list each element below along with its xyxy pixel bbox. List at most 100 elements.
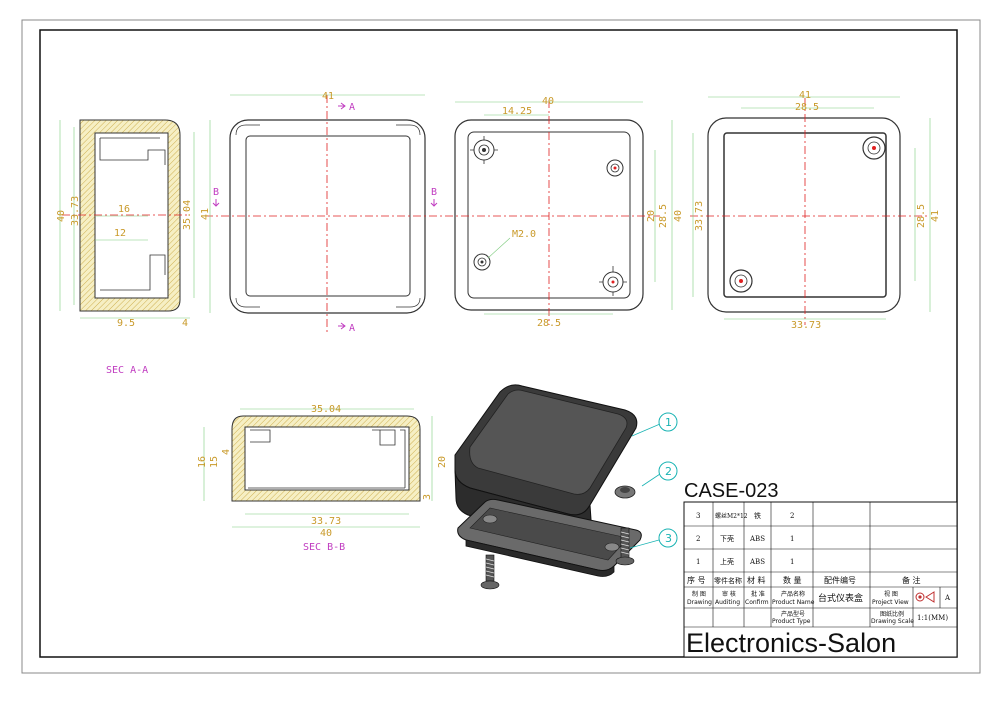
leader-balloon-3 — [629, 539, 660, 549]
back-view-boss-top-right — [606, 159, 624, 177]
title-block: 3 螺丝M2*12 铁 2 2 下壳 ABS 1 1 上壳 ABS 1 序 号 … — [683, 501, 958, 658]
dim-back-28-5-right: 28.5 — [658, 204, 669, 228]
section-a-a-view: 40 33.73 16 12 35.04 9.5 4 SEC A-A — [56, 119, 195, 376]
top-view-hole-top-right — [862, 136, 886, 160]
hole-note-m2: M2.0 — [512, 229, 536, 240]
dim-top-41: 41 — [799, 90, 811, 101]
meta-product-type-en: Product Type — [772, 618, 811, 625]
back-view: M2.0 40 14.25 28.5 20 28.5 40 — [445, 96, 684, 329]
balloon-2-label: 2 — [665, 465, 672, 478]
header-name: 零件名称 — [714, 576, 742, 585]
exploded-3d-view: 1 2 3 — [454, 384, 678, 590]
row-2-qty: 1 — [790, 535, 794, 543]
dim-sec-bb-35-04: 35.04 — [311, 404, 341, 415]
dim-back-28-5: 28.5 — [537, 318, 561, 329]
back-view-boss-bottom-left — [473, 253, 491, 271]
meta-confirm-cn: 批 准 — [751, 590, 765, 598]
cut-arrow-b-right — [430, 199, 438, 207]
meta-scale-cn: 图纸比例 — [880, 610, 904, 618]
meta-product-name-cn: 产品名称 — [781, 590, 805, 598]
balloon-3-label: 3 — [665, 532, 672, 545]
label-sec-a-a: SEC A-A — [106, 365, 148, 376]
dim-sec-bb-4: 4 — [221, 449, 232, 455]
dim-sec-aa-35-04: 35.04 — [182, 200, 193, 230]
row-1-qty: 1 — [790, 558, 794, 566]
cut-arrow-a-bottom — [338, 322, 346, 330]
leader-balloon-1 — [631, 423, 661, 437]
dim-back-20: 20 — [646, 210, 657, 222]
brand-name: Electronics-Salon — [686, 628, 896, 658]
cut-marker-a-top: A — [349, 102, 355, 113]
meta-product-type-cn: 产品型号 — [781, 610, 805, 618]
meta-product-name-value: 台式仪表盒 — [818, 592, 863, 604]
dim-sec-bb-20: 20 — [437, 456, 448, 468]
row-3-material: 铁 — [754, 511, 761, 520]
back-view-boss-bottom-right — [599, 266, 627, 296]
section-b-b-inner-detail — [248, 429, 406, 489]
header-qty: 数 量 — [783, 575, 802, 585]
top-view-hole-bottom-left — [729, 269, 753, 293]
meta-drawing-en: Drawing — [687, 599, 712, 606]
cut-marker-a-bottom: A — [349, 323, 355, 334]
dim-back-40: 40 — [542, 96, 554, 107]
dim-sec-bb-16: 16 — [197, 456, 208, 468]
label-sec-b-b: SEC B-B — [303, 542, 345, 553]
section-a-a-inner-detail — [99, 137, 166, 291]
balloon-1-label: 1 — [665, 416, 672, 429]
meta-auditing-en: Auditing — [715, 599, 740, 606]
front-view: 41 41 A A B B — [200, 91, 445, 334]
meta-project-view-en: Project View — [872, 599, 909, 606]
dim-top-33-73-bottom: 33.73 — [791, 320, 821, 331]
header-no: 序 号 — [687, 575, 706, 585]
meta-product-name-en: Product Name — [772, 599, 815, 606]
front-view-corner-fillets — [235, 124, 421, 308]
title-block-grid — [684, 502, 957, 628]
balloon-1: 1 — [658, 412, 678, 432]
meta-projection: A — [944, 594, 951, 602]
boss-on-shell — [614, 485, 636, 499]
header-part-no: 配件编号 — [824, 575, 856, 585]
dim-top-33-73-left: 33.73 — [694, 201, 705, 231]
sheet-outer-border — [21, 19, 981, 674]
meta-auditing-cn: 审 核 — [722, 590, 736, 598]
row-1-no: 1 — [696, 558, 700, 566]
row-1-material: ABS — [749, 558, 765, 566]
dim-top-41-right: 41 — [930, 210, 941, 222]
back-view-boss-top-left — [470, 136, 498, 164]
row-2-no: 2 — [696, 535, 700, 543]
dim-top-28-5-right: 28.5 — [916, 204, 927, 228]
cut-marker-b-left: B — [213, 187, 219, 198]
dim-sec-bb-3: 3 — [422, 494, 433, 500]
balloon-2: 2 — [658, 461, 678, 481]
back-view-leader-m2 — [487, 237, 511, 259]
model-label: CASE-023 — [684, 480, 779, 502]
balloon-3: 3 — [658, 528, 678, 548]
dim-sec-aa-12: 12 — [114, 228, 126, 239]
dim-sec-aa-40: 40 — [56, 210, 67, 222]
row-3-no: 3 — [696, 512, 700, 520]
row-3-qty: 2 — [790, 512, 794, 520]
dim-sec-aa-9-5: 9.5 — [117, 318, 135, 329]
meta-scale-en: Drawing Scale — [871, 618, 914, 625]
row-1-name: 上壳 — [720, 557, 734, 566]
top-view: 41 28.5 33.73 28.5 41 33.73 — [690, 90, 941, 331]
dim-sec-bb-15: 15 — [209, 456, 220, 468]
dim-front-41-width: 41 — [322, 91, 334, 102]
dim-sec-aa-16: 16 — [118, 204, 130, 215]
meta-scale-value: 1:1(MM) — [917, 614, 948, 622]
cut-marker-b-right: B — [431, 187, 437, 198]
meta-project-view-cn: 视 图 — [884, 590, 898, 598]
screw-right — [615, 527, 635, 566]
cut-arrow-a-top — [338, 102, 346, 110]
dim-top-28-5: 28.5 — [795, 102, 819, 113]
cut-arrow-b-left — [212, 199, 220, 207]
bottom-plate-3d — [457, 498, 642, 577]
row-3-name: 螺丝M2*12 — [715, 512, 748, 520]
leader-balloon-2 — [641, 473, 661, 487]
meta-confirm-en: Confirm — [745, 599, 769, 606]
header-material: 材 料 — [747, 575, 766, 585]
dim-sec-aa-33-73: 33.73 — [70, 196, 81, 226]
dim-sec-bb-33-73: 33.73 — [311, 516, 341, 527]
dim-front-41-height: 41 — [200, 208, 211, 220]
